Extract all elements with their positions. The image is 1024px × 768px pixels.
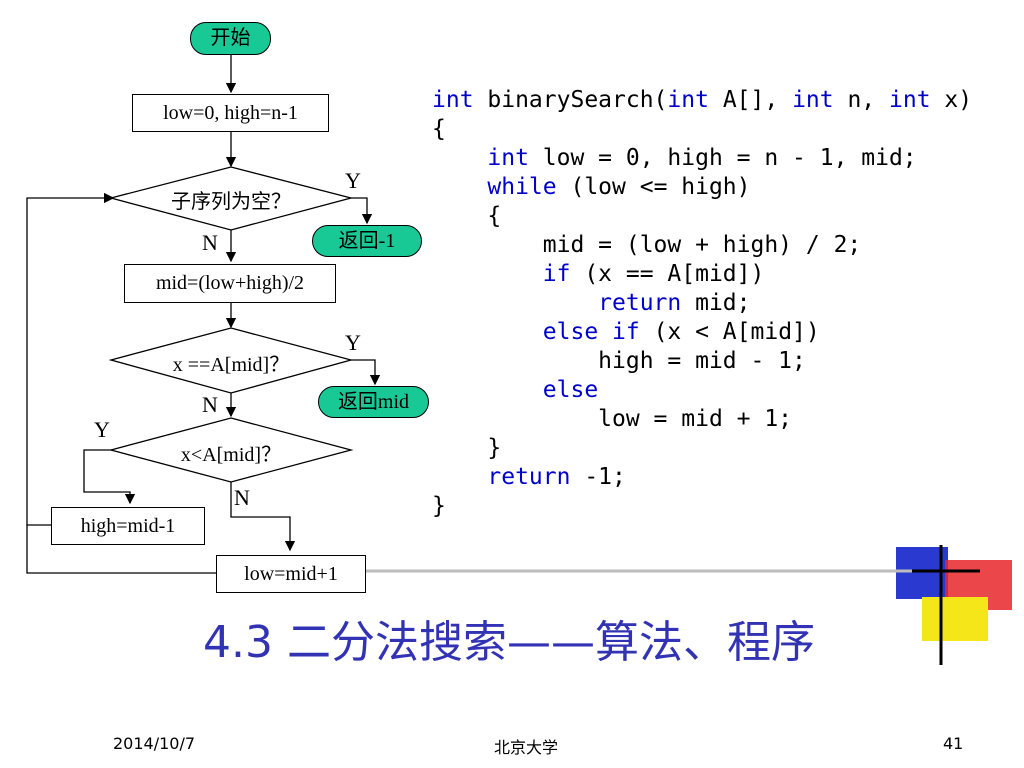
diamond-less (108, 417, 354, 483)
footer-org: 北京大学 (494, 738, 559, 757)
code-line-7: if (x == A[mid]) (542, 261, 765, 287)
code-line-12: low = mid + 1; (598, 406, 793, 432)
code-line-3: int low = 0, high = n - 1, mid; (487, 145, 917, 171)
code-line-8: return mid; (598, 290, 751, 316)
code-line-15: } (432, 493, 446, 519)
cond-less-label: x<A[mid]？ (180, 444, 282, 466)
init-box: low=0, high=n-1 (132, 94, 329, 132)
set-high-box: high=mid-1 (51, 507, 205, 545)
return-mid-terminal: 返回mid (318, 386, 429, 418)
no-label-1: N (202, 230, 218, 255)
diamond-equal (108, 327, 354, 394)
code-line-11: else (542, 377, 599, 403)
yes-label-3: Y (94, 417, 110, 442)
yes-label-2: Y (345, 330, 361, 355)
footer-date: 2014/10/7 (113, 734, 196, 753)
no-label-3: N (234, 485, 250, 510)
code-line-6: mid = (low + high) / 2; (542, 232, 862, 258)
diamond-empty (108, 166, 354, 231)
footer-page-number: 41 (943, 734, 964, 753)
return-fail-terminal: 返回-1 (312, 225, 422, 257)
code-line-14: return -1; (487, 464, 626, 490)
code-listing: int binarySearch(int A[], int n, int x) … (432, 86, 972, 521)
code-line-10: high = mid - 1; (598, 348, 806, 374)
start-terminal: 开始 (190, 22, 271, 55)
code-line-5: { (487, 203, 502, 229)
cond-equal-label: x ==A[mid]？ (172, 354, 290, 376)
deco-blue-square (896, 547, 948, 599)
code-line-2: { (432, 116, 446, 142)
mid-calc-box: mid=(low+high)/2 (124, 264, 336, 303)
slide-title: 4.3 二分法搜索——算法、程序 (203, 617, 815, 668)
code-line-9: else if (x < A[mid]) (542, 319, 820, 345)
code-line-4: while (low <= high) (487, 174, 751, 200)
code-line-13: } (487, 435, 502, 461)
no-label-2: N (202, 392, 218, 417)
deco-yellow-square (922, 597, 988, 641)
cond-empty-label: 子序列为空？ (171, 191, 291, 213)
code-line-1: int binarySearch(int A[], int n, int x) (432, 87, 973, 113)
yes-label-1: Y (345, 168, 361, 193)
set-low-box: low=mid+1 (216, 555, 366, 593)
